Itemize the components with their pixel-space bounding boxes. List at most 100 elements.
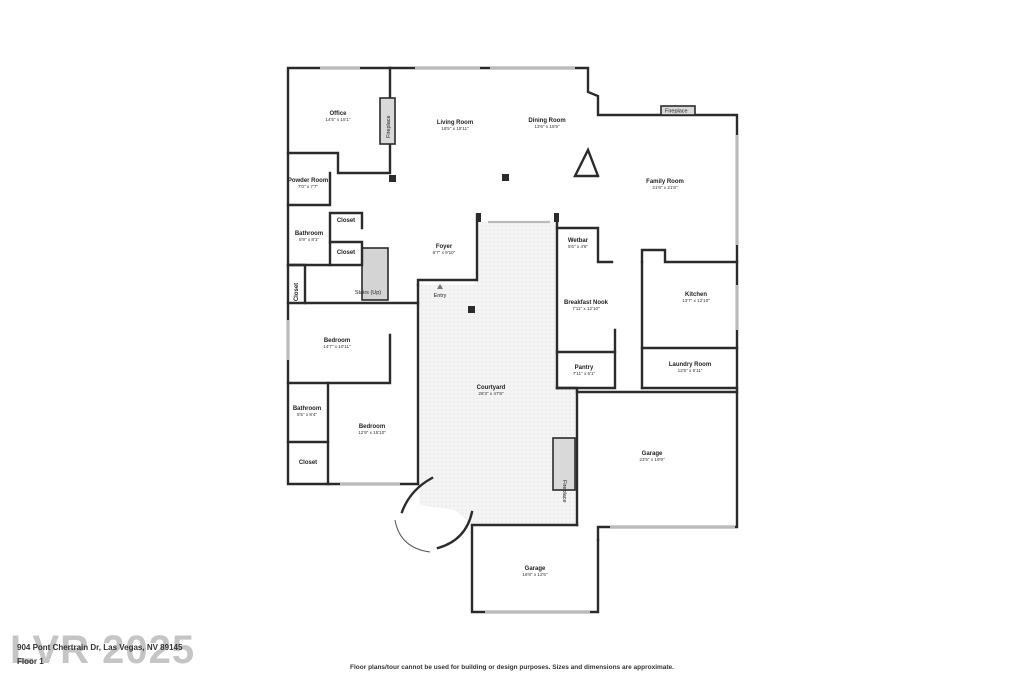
floor-label: Floor 1 — [17, 657, 44, 666]
svg-text:Closet: Closet — [337, 218, 355, 224]
room-family-room: Family Room 21'6" x 21'6" — [646, 179, 684, 190]
svg-text:26'3" x 47'8": 26'3" x 47'8" — [478, 391, 504, 396]
room-laundry-room: Laundry Room 12'5" x 5'11" — [669, 362, 711, 373]
stairs-label: Stairs (Up) — [355, 290, 381, 296]
room-breakfast-nook: Breakfast Nook 7'11" x 12'10" — [564, 300, 609, 311]
room-bedroom-2: Bedroom 12'9" x 15'10" — [358, 424, 386, 435]
svg-text:Garage: Garage — [525, 566, 546, 572]
svg-text:13'7" x 12'10": 13'7" x 12'10" — [682, 298, 710, 303]
vestibule-wall-2 — [436, 510, 474, 550]
svg-text:7'0" x 7'7": 7'0" x 7'7" — [298, 184, 318, 189]
svg-text:Fireplace: Fireplace — [561, 480, 567, 503]
room-office: Office 14'5" x 15'1" — [325, 111, 351, 122]
svg-text:12'9" x 15'10": 12'9" x 15'10" — [358, 430, 386, 435]
svg-text:Dining Room: Dining Room — [528, 118, 565, 124]
family-room-wall — [573, 147, 600, 178]
room-closet-2: Closet — [337, 250, 355, 256]
svg-text:Bathroom: Bathroom — [293, 406, 321, 412]
svg-text:21'6" x 21'6": 21'6" x 21'6" — [652, 185, 678, 190]
column — [476, 213, 481, 222]
room-wetbar: Wetbar 5'6" x 4'6" — [568, 238, 589, 249]
svg-text:Garage: Garage — [642, 451, 663, 457]
svg-text:12'5" x 5'11": 12'5" x 5'11" — [678, 368, 703, 373]
svg-text:Fireplace: Fireplace — [386, 115, 392, 138]
svg-text:Wetbar: Wetbar — [568, 238, 589, 244]
svg-text:Laundry Room: Laundry Room — [669, 362, 711, 368]
svg-text:23'5" x 19'9": 23'5" x 19'9" — [639, 457, 665, 462]
room-bedroom-1: Bedroom 14'7" x 10'11" — [323, 338, 351, 349]
svg-text:16'8" x 12'6": 16'8" x 12'6" — [522, 572, 548, 577]
watermark: LVR 2025 — [10, 628, 196, 672]
room-bathroom-1: Bathroom 5'9" x 8'1" — [295, 231, 323, 242]
closet-small — [286, 263, 307, 305]
fireplace-garage: Fireplace — [552, 437, 576, 503]
svg-text:Bedroom: Bedroom — [359, 424, 385, 430]
svg-text:Family Room: Family Room — [646, 179, 684, 185]
nook-south — [555, 328, 617, 354]
room-courtyard: Courtyard 26'3" x 47'8" — [477, 385, 506, 396]
svg-text:14'7" x 10'11": 14'7" x 10'11" — [323, 344, 351, 349]
svg-text:Fireplace: Fireplace — [665, 109, 688, 115]
room-living-room: Living Room 16'5" x 15'11" — [437, 120, 473, 131]
room-closet-1: Closet — [337, 218, 355, 224]
svg-text:14'5" x 15'1": 14'5" x 15'1" — [325, 117, 351, 122]
vestibule-arc — [394, 519, 431, 553]
room-garage-1: Garage 23'5" x 19'9" — [639, 451, 665, 462]
svg-text:Powder Room: Powder Room — [288, 178, 328, 184]
entry-arrow-icon — [437, 284, 443, 289]
room-pantry: Pantry 7'11" x 5'1" — [573, 365, 596, 376]
room-closet-4: Closet — [299, 460, 317, 466]
svg-text:Courtyard: Courtyard — [477, 385, 506, 391]
closet2-wall — [328, 240, 364, 267]
svg-text:Bathroom: Bathroom — [295, 231, 323, 237]
svg-text:Living Room: Living Room — [437, 120, 473, 126]
svg-text:Pantry: Pantry — [575, 365, 594, 371]
svg-text:Foyer: Foyer — [436, 244, 453, 250]
svg-text:16'5" x 15'11": 16'5" x 15'11" — [441, 126, 469, 131]
svg-text:7'11" x 12'10": 7'11" x 12'10" — [572, 306, 600, 311]
room-closet-3: Closet — [294, 283, 300, 301]
column — [468, 306, 475, 313]
svg-text:5'6" x 4'6": 5'6" x 4'6" — [568, 244, 588, 249]
kitchen-top — [640, 248, 739, 264]
svg-text:6'7" x 9'10": 6'7" x 9'10" — [433, 250, 456, 255]
svg-text:Closet: Closet — [299, 460, 317, 466]
svg-text:7'11" x 5'1": 7'11" x 5'1" — [573, 371, 596, 376]
room-foyer: Foyer 6'7" x 9'10" — [433, 244, 456, 255]
room-powder-room: Powder Room 7'0" x 7'7" — [288, 178, 328, 189]
column — [389, 175, 396, 182]
svg-text:Office: Office — [329, 111, 347, 117]
svg-text:Closet: Closet — [294, 283, 300, 301]
fireplace-living: Fireplace — [379, 97, 396, 145]
property-address: 904 Pont Chertrain Dr, Las Vegas, NV 891… — [17, 643, 183, 652]
svg-text:5'9" x 8'1": 5'9" x 8'1" — [299, 237, 319, 242]
stairs-area — [361, 247, 389, 301]
room-dining-room: Dining Room 13'6" x 15'9" — [528, 118, 565, 129]
bedroom1-bottom — [286, 333, 392, 385]
courtyard-north-walls — [416, 213, 479, 287]
svg-text:Breakfast Nook: Breakfast Nook — [564, 300, 609, 306]
kitchen-south — [640, 260, 739, 350]
outer-wall-west — [286, 66, 420, 486]
room-bathroom-2: Bathroom 5'5" x 8'4" — [293, 406, 321, 417]
vestibule-wall — [400, 476, 434, 514]
pantry-south — [555, 350, 617, 390]
svg-text:5'5" x 8'4": 5'5" x 8'4" — [297, 412, 317, 417]
room-kitchen: Kitchen 13'7" x 12'10" — [682, 292, 710, 303]
entry-label: Entry — [434, 293, 447, 299]
courtyard-area — [418, 222, 577, 525]
room-garage-2: Garage 16'8" x 12'6" — [522, 566, 548, 577]
column — [502, 174, 509, 181]
svg-text:Closet: Closet — [337, 250, 355, 256]
garage-2-walls — [470, 523, 600, 614]
svg-text:Kitchen: Kitchen — [685, 292, 707, 298]
disclaimer: Floor plans/tour cannot be used for buil… — [350, 664, 674, 671]
powder-wall — [286, 171, 332, 207]
svg-text:Bedroom: Bedroom — [324, 338, 350, 344]
bath1-wall — [286, 211, 364, 267]
svg-text:13'6" x 15'9": 13'6" x 15'9" — [534, 124, 560, 129]
wetbar-wall — [555, 226, 614, 264]
fireplace-top: Fireplace — [660, 105, 696, 116]
column — [554, 213, 559, 222]
